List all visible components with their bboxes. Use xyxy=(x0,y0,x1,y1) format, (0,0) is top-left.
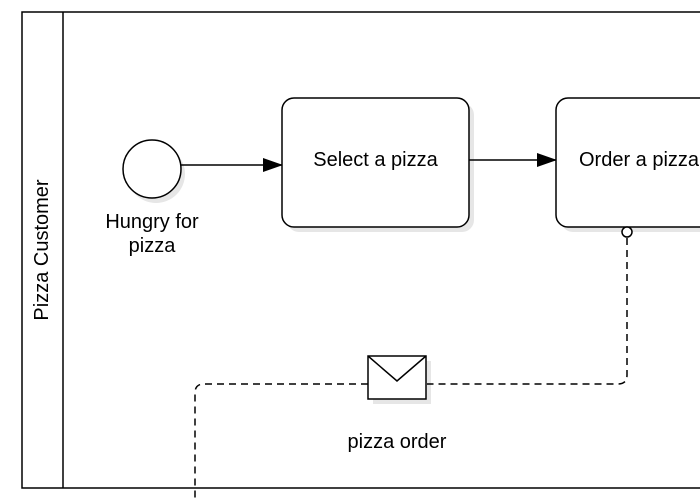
message-flow[interactable] xyxy=(194,226,633,500)
start-event-label-line2: pizza xyxy=(129,235,177,257)
message-flow-segment-right[interactable] xyxy=(427,238,628,385)
pool: Pizza Customer xyxy=(21,11,700,489)
message-flow-source-marker xyxy=(621,226,633,238)
pool-border xyxy=(21,11,700,489)
task-order-pizza[interactable]: Order a pizza xyxy=(555,97,700,228)
task-order-pizza-box[interactable] xyxy=(555,97,700,228)
task-select-pizza[interactable]: Select a pizza xyxy=(281,97,470,228)
task-select-pizza-box[interactable] xyxy=(281,97,470,228)
start-event-label-line1: Hungry for xyxy=(105,211,199,233)
message-flow-segment-left[interactable] xyxy=(194,383,368,500)
task-select-pizza-label: Select a pizza xyxy=(313,149,438,171)
envelope-body xyxy=(367,355,427,400)
sequence-flows xyxy=(181,153,557,172)
message-label: pizza order xyxy=(348,431,447,453)
task-order-pizza-label: Order a pizza xyxy=(579,149,700,171)
lane-label: Pizza Customer xyxy=(31,179,53,320)
start-event[interactable] xyxy=(122,139,182,199)
envelope-icon[interactable] xyxy=(367,355,427,400)
start-event-circle[interactable] xyxy=(122,139,182,199)
envelope-flap xyxy=(367,355,427,382)
